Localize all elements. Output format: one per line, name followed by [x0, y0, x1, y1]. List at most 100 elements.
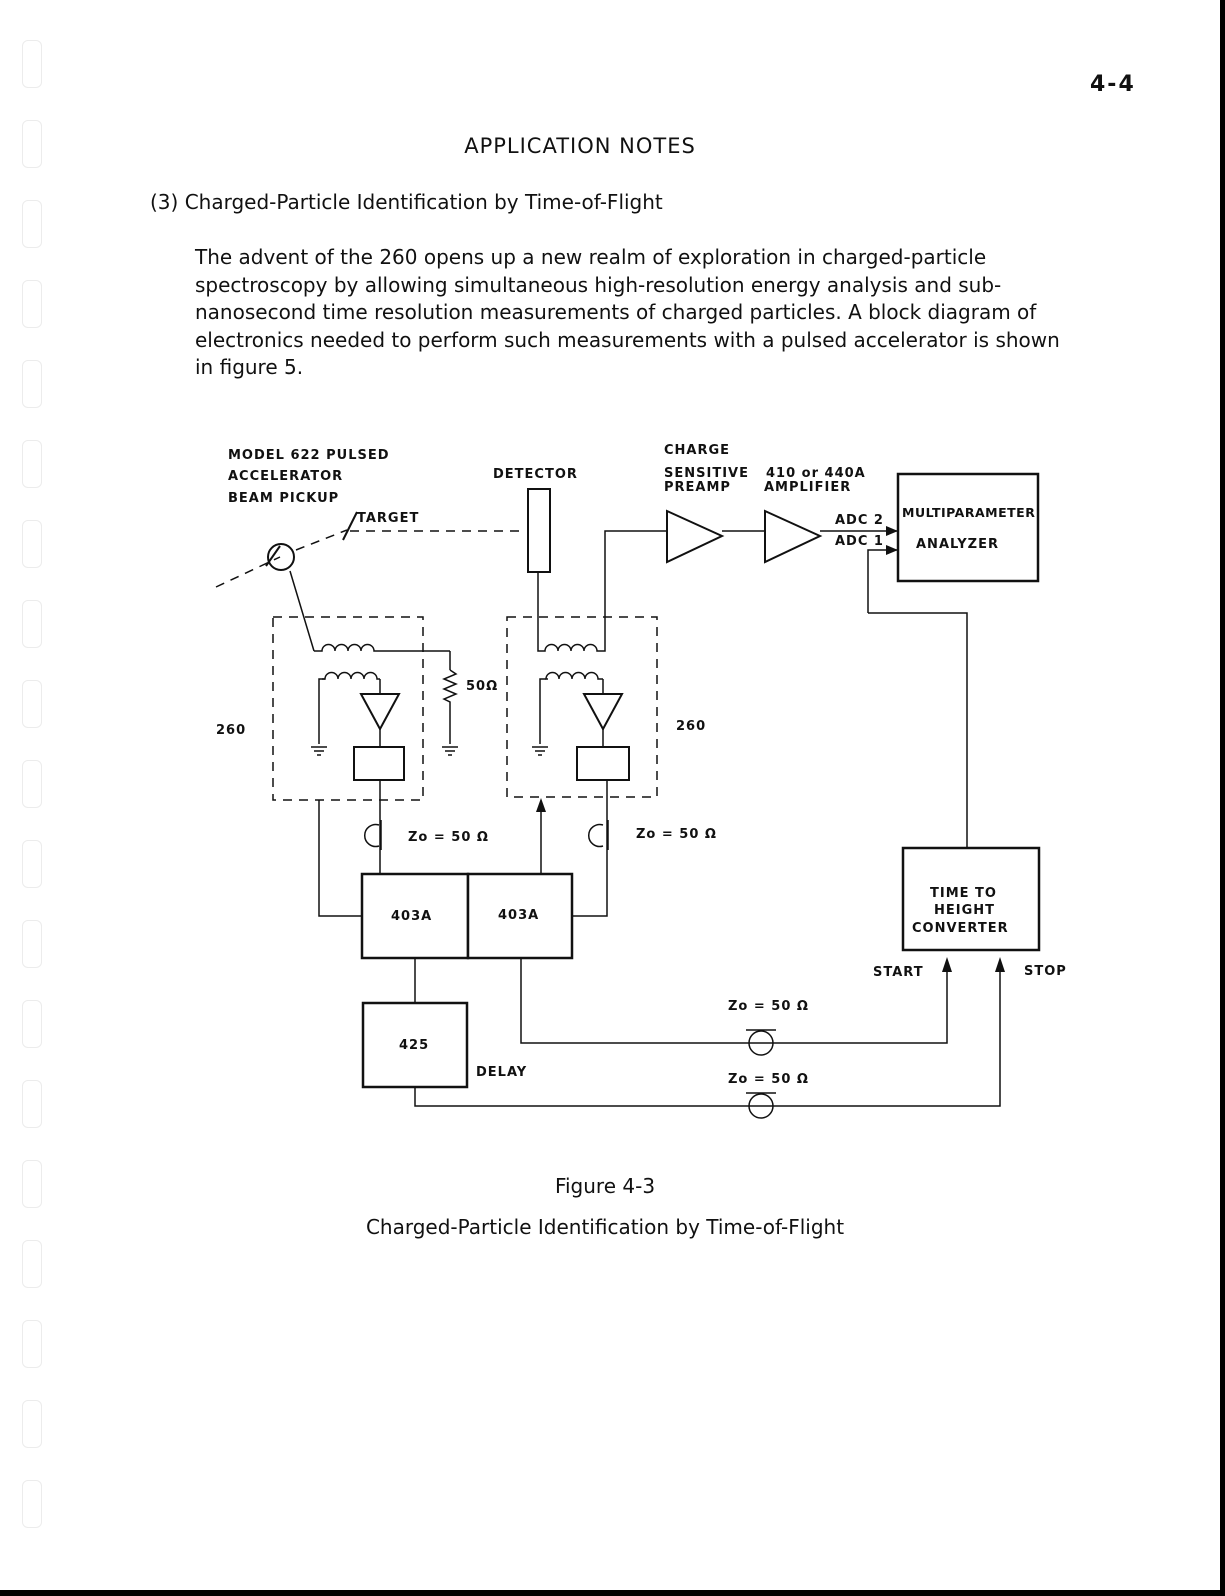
binder-hole — [22, 120, 42, 168]
impedance-label: Zo = 50 Ω — [728, 999, 809, 1014]
preamp-label: CHARGE — [664, 443, 730, 458]
arrow-icon — [886, 526, 898, 536]
binder-hole — [22, 200, 42, 248]
binder-hole — [22, 1240, 42, 1288]
start-line — [520, 958, 948, 1044]
target-label: TARGET — [357, 511, 419, 526]
left-260-module — [272, 616, 424, 801]
cable-icon — [588, 823, 604, 848]
resistor-icon — [442, 669, 458, 744]
403a-right-box — [466, 872, 574, 960]
thc-to-adc1 — [867, 549, 898, 613]
analyzer-label: MULTIPARAMETER — [902, 505, 1035, 520]
425-label: 425 — [399, 1038, 429, 1053]
binder-hole — [22, 520, 42, 568]
converter-label: TIME TO — [930, 886, 997, 901]
binder-hole — [22, 1480, 42, 1528]
pulsed-accelerator-label: BEAM PICKUP — [228, 491, 339, 506]
pulsed-accelerator-label: MODEL 622 PULSED — [228, 448, 390, 463]
cable-icon — [748, 1030, 774, 1056]
arrow-icon — [886, 545, 898, 555]
left-transformer-primary — [314, 643, 450, 652]
binder-hole — [22, 1400, 42, 1448]
arrow-icon — [536, 798, 546, 812]
multiparameter-analyzer-box — [896, 472, 1040, 583]
beam-line — [295, 529, 348, 551]
stop-line — [414, 960, 1001, 1107]
right-260-label: 260 — [676, 719, 706, 734]
binder-hole — [22, 1000, 42, 1048]
detector-to-preamp — [537, 530, 666, 652]
arrow-icon — [995, 957, 1005, 972]
converter-label: CONVERTER — [912, 921, 1009, 936]
binder-hole — [22, 1160, 42, 1208]
resistor-label: 50Ω — [466, 679, 498, 694]
left-energy-out — [318, 800, 362, 917]
binder-hole — [22, 280, 42, 328]
arrow-icon — [942, 957, 952, 972]
ground-icon — [442, 746, 458, 756]
right-discriminator-box — [576, 746, 630, 781]
preamp-icon — [666, 509, 725, 564]
preamp-label: SENSITIVE — [664, 466, 749, 481]
amplifier-icon — [764, 509, 823, 564]
ground-icon — [311, 746, 327, 756]
binder-hole — [22, 840, 42, 888]
binder-hole — [22, 440, 42, 488]
beam-pickup-tick — [265, 545, 281, 567]
right-amplifier-icon — [582, 693, 624, 732]
impedance-label: Zo = 50 Ω — [728, 1072, 809, 1087]
binder-hole — [22, 360, 42, 408]
binder-hole — [22, 1320, 42, 1368]
impedance-label: Zo = 50 Ω — [636, 827, 717, 842]
binder-hole — [22, 920, 42, 968]
403a-right-label: 403A — [498, 908, 539, 923]
time-to-height-converter-box — [901, 846, 1041, 952]
left-discriminator-box — [353, 746, 405, 781]
body-paragraph: The advent of the 260 opens up a new rea… — [195, 245, 1060, 379]
page-number: 4-4 — [1090, 72, 1136, 97]
425-delay-box — [361, 1001, 469, 1089]
right-260-module — [506, 616, 658, 798]
pickup-lead — [289, 570, 315, 652]
detector-icon — [527, 488, 551, 573]
adc1-label: ADC 1 — [835, 534, 884, 549]
figure-caption: Charged-Particle Identification by Time-… — [365, 1215, 845, 1239]
left-ground-lead — [318, 678, 325, 744]
binder-hole — [22, 760, 42, 808]
impedance-label: Zo = 50 Ω — [408, 830, 489, 845]
figure-label: Figure 4-3 — [554, 1174, 656, 1198]
stop-label: STOP — [1024, 964, 1067, 979]
cable-icon — [748, 1093, 774, 1119]
left-260-label: 260 — [216, 723, 246, 738]
delay-label: DELAY — [476, 1065, 527, 1080]
binder-hole — [22, 1080, 42, 1128]
left-transformer-secondary — [322, 671, 380, 680]
beam-pickup-icon — [267, 543, 295, 571]
section-heading: APPLICATION NOTES — [464, 134, 696, 158]
ground-icon — [532, 746, 548, 756]
preamp-label: PREAMP — [664, 480, 731, 495]
start-label: START — [873, 965, 924, 980]
adc2-label: ADC 2 — [835, 513, 884, 528]
detector-label: DETECTOR — [493, 467, 578, 482]
block-diagram: MODEL 622 PULSED ACCELERATOR BEAM PICKUP… — [215, 443, 1067, 1119]
binder-hole — [22, 680, 42, 728]
binder-hole — [22, 40, 42, 88]
right-ground-lead — [539, 678, 546, 744]
converter-label: HEIGHT — [934, 903, 995, 918]
403a-left-label: 403A — [391, 909, 432, 924]
right-timing-out — [572, 780, 608, 917]
beam-line — [215, 556, 281, 588]
binder-hole — [22, 600, 42, 648]
target-mark — [342, 511, 358, 541]
cable-icon — [364, 823, 380, 848]
amplifier-label: 410 or 440A — [766, 466, 866, 481]
amplifier-label: AMPLIFIER — [764, 480, 851, 495]
thc-output-line — [868, 612, 968, 848]
pulsed-accelerator-label: ACCELERATOR — [228, 469, 343, 484]
right-transformer-secondary — [545, 671, 603, 680]
analyzer-label: ANALYZER — [916, 537, 999, 552]
left-amplifier-icon — [359, 693, 401, 732]
